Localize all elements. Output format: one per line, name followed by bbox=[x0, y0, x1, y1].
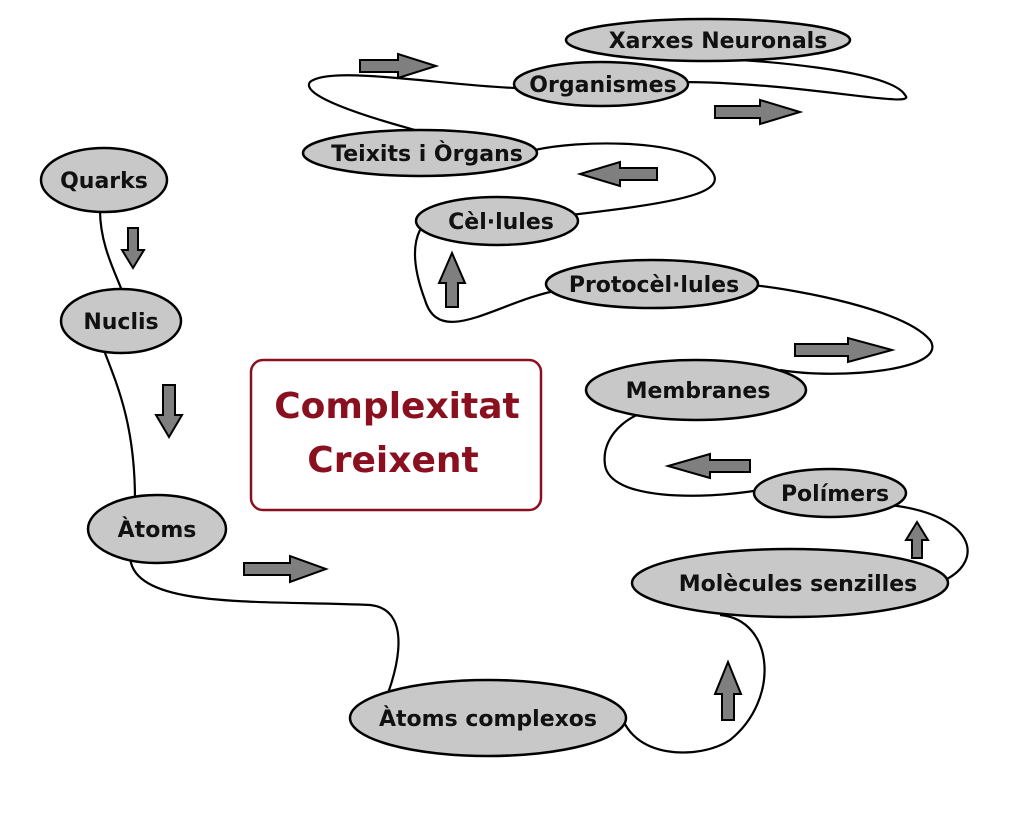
node-membranes: Membranes bbox=[584, 358, 808, 422]
node-label: Àtoms bbox=[118, 517, 197, 543]
node-label: Àtoms complexos bbox=[379, 706, 597, 732]
node-label: Molècules senzilles bbox=[679, 572, 918, 597]
node-nuclis: Nuclis bbox=[59, 287, 183, 355]
arrow-down-icon bbox=[154, 384, 184, 439]
arrow-left-icon bbox=[664, 452, 751, 480]
node-label: Xarxes Neuronals bbox=[609, 29, 828, 54]
node-atoms: Àtoms bbox=[86, 493, 228, 565]
node-label: Nuclis bbox=[83, 310, 158, 335]
arrow-right-icon bbox=[794, 336, 896, 364]
arrow-up-icon bbox=[904, 520, 930, 559]
node-xarxes-neuronals: Xarxes Neuronals bbox=[564, 17, 852, 63]
arrow-left-icon bbox=[576, 160, 658, 188]
title-line-1: Complexitat bbox=[274, 386, 519, 427]
node-atoms-complexos: Àtoms complexos bbox=[348, 678, 628, 758]
arrows bbox=[120, 52, 930, 721]
node-cellules: Cèl·lules bbox=[414, 195, 580, 247]
node-molecules-senzilles: Molècules senzilles bbox=[630, 547, 950, 619]
arrow-up-icon bbox=[713, 659, 743, 721]
node-teixits-organs: Teixits i Òrgans bbox=[301, 128, 539, 178]
arrow-right-icon bbox=[243, 554, 329, 584]
node-label: Protocèl·lules bbox=[569, 273, 739, 298]
arrow-down-icon bbox=[120, 227, 146, 270]
arrow-up-icon bbox=[437, 250, 467, 308]
node-label: Polímers bbox=[781, 482, 889, 507]
node-organismes: Organismes bbox=[512, 60, 690, 108]
node-label: Organismes bbox=[529, 73, 676, 98]
title-line-2: Creixent bbox=[307, 440, 478, 481]
connecting-curve bbox=[98, 56, 969, 754]
node-label: Teixits i Òrgans bbox=[331, 141, 523, 167]
node-label: Quarks bbox=[60, 169, 148, 194]
node-polimers: Polímers bbox=[752, 467, 908, 519]
node-quarks: Quarks bbox=[39, 146, 169, 214]
node-protocellules: Protocèl·lules bbox=[544, 258, 760, 310]
node-label: Cèl·lules bbox=[448, 210, 554, 235]
arrow-right-icon bbox=[714, 98, 804, 126]
title-box: Complexitat Creixent bbox=[249, 358, 543, 512]
arrow-right-icon bbox=[359, 52, 440, 80]
node-label: Membranes bbox=[626, 379, 771, 404]
